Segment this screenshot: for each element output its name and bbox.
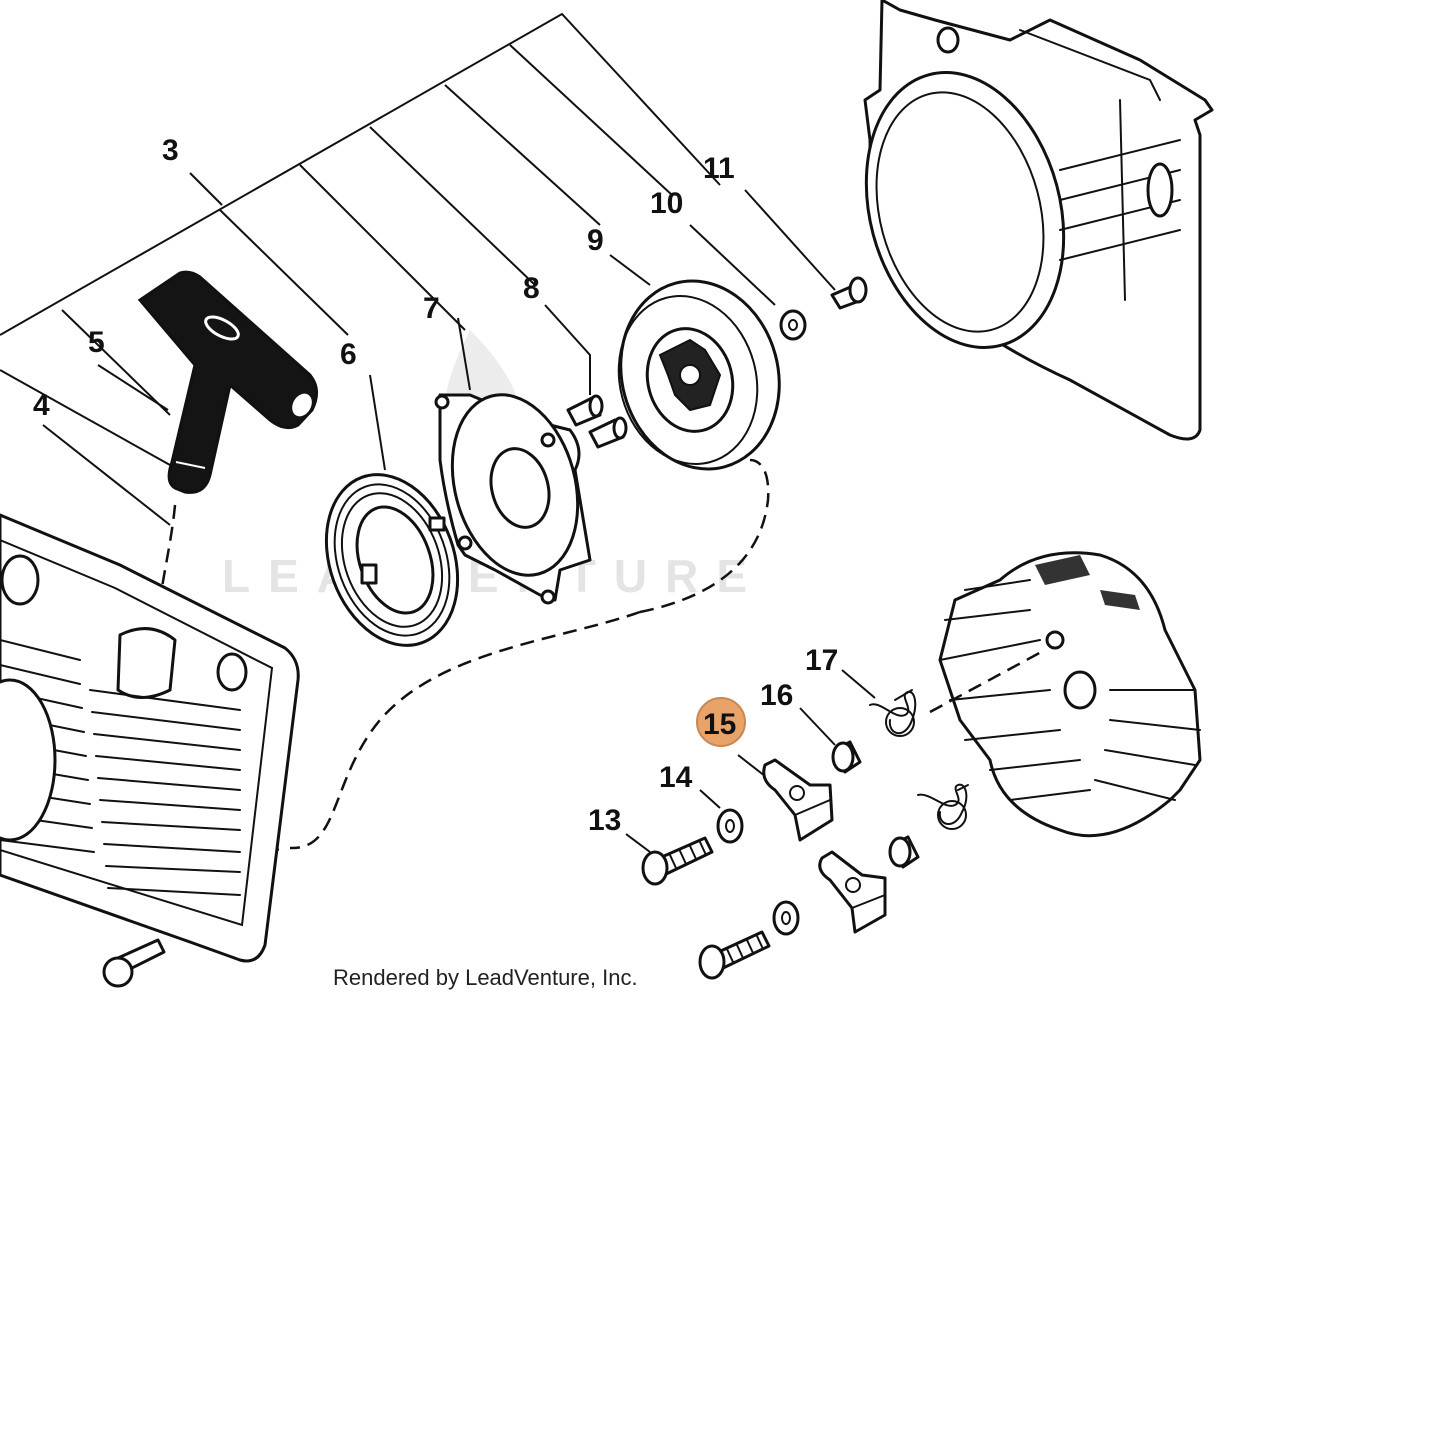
render-credit: Rendered by LeadVenture, Inc. (333, 965, 638, 990)
callout-5[interactable]: 5 (88, 326, 105, 359)
washer-14 (716, 808, 744, 844)
callout-17[interactable]: 17 (805, 644, 838, 677)
bolt-13 (641, 836, 714, 886)
spring-housing (434, 393, 592, 605)
cover-screw (102, 938, 166, 988)
callout-16[interactable]: 16 (760, 679, 793, 712)
pawl-15 (762, 758, 834, 842)
pawl-spring-17 (869, 648, 1046, 737)
callout-4[interactable]: 4 (33, 389, 50, 422)
screw-11 (830, 276, 868, 310)
sleeve-lower (888, 835, 920, 869)
callout-15[interactable]: 15 (703, 708, 736, 741)
callout-14[interactable]: 14 (659, 761, 693, 794)
callout-7[interactable]: 7 (423, 292, 440, 325)
leader-lines (0, 12, 876, 853)
starter-grip (137, 270, 318, 494)
washer-10 (779, 309, 807, 341)
fan-housing (863, 0, 1214, 441)
callout-10[interactable]: 10 (650, 187, 683, 220)
washer-lower (772, 900, 800, 936)
starter-cover (0, 513, 300, 963)
sleeve-16 (831, 740, 862, 774)
callout-13[interactable]: 13 (588, 804, 621, 837)
bolt-lower (698, 930, 771, 980)
callout-3[interactable]: 3 (162, 134, 179, 167)
callout-8[interactable]: 8 (523, 272, 540, 305)
housing-screws (566, 394, 628, 449)
highlight-circle (696, 697, 746, 747)
callout-6[interactable]: 6 (340, 338, 357, 371)
callout-11[interactable]: 11 (703, 152, 735, 185)
callout-9[interactable]: 9 (587, 224, 604, 257)
pawl-spring-lower (917, 783, 969, 830)
flywheel (938, 551, 1202, 838)
rewind-spring (324, 473, 460, 647)
rope-rotor (617, 279, 781, 471)
pawl-lower (818, 850, 887, 934)
